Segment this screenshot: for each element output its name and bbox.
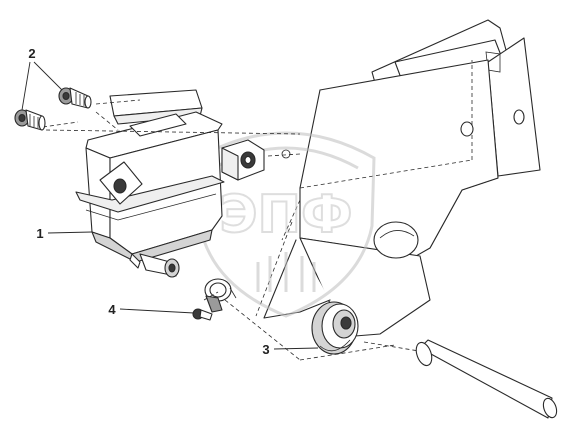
clamp-screw — [192, 308, 213, 321]
grommet — [311, 301, 359, 355]
watermark-shield: ЭПФ — [196, 131, 376, 318]
bolt-right — [58, 87, 92, 109]
callout-2: 2 — [21, 46, 63, 111]
filler-cap — [109, 89, 203, 125]
callout-2-label: 2 — [28, 46, 35, 61]
callout-3-label: 3 — [262, 342, 269, 357]
hose — [415, 339, 558, 419]
callout-4-label: 4 — [108, 302, 116, 317]
callout-1: 1 — [36, 226, 93, 241]
reservoir — [75, 111, 225, 278]
bolt-left — [14, 109, 46, 131]
callout-4: 4 — [108, 302, 195, 317]
watermark-text: ЭПФ — [219, 185, 352, 245]
body-panel — [224, 19, 541, 361]
callout-3: 3 — [262, 342, 319, 357]
callout-1-label: 1 — [36, 226, 43, 241]
fastener-point — [267, 149, 301, 159]
mounting-bracket — [221, 139, 265, 181]
